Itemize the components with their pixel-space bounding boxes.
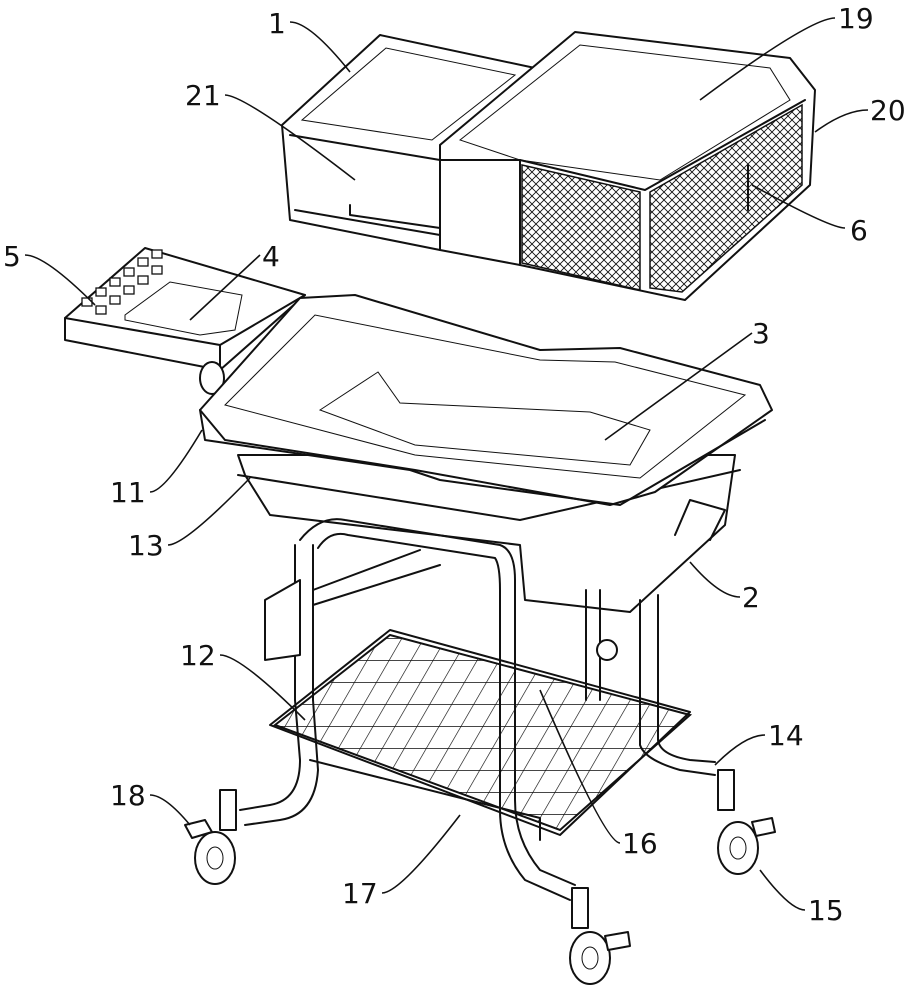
storage-basket — [269, 629, 693, 841]
bassinet-tub — [199, 294, 773, 613]
label-4: 4 — [262, 240, 280, 273]
handle-slot — [349, 204, 441, 229]
label-15: 15 — [808, 894, 844, 927]
brake-pedal — [604, 931, 631, 951]
label-16: 16 — [622, 827, 658, 860]
label-2: 2 — [742, 581, 760, 614]
label-20: 20 — [870, 94, 906, 127]
cover-lid — [281, 31, 816, 301]
label-18: 18 — [110, 779, 146, 812]
control-panel — [64, 247, 306, 395]
label-19: 19 — [838, 2, 874, 35]
caster-wheel-right — [717, 769, 776, 875]
label-6: 6 — [850, 214, 868, 247]
label-11: 11 — [110, 476, 146, 509]
stand-frame — [239, 518, 716, 901]
caster-wheel-left — [184, 789, 237, 885]
caster-wheel-front — [569, 887, 631, 985]
label-14: 14 — [768, 719, 804, 752]
label-13: 13 — [128, 529, 164, 562]
label-3: 3 — [752, 317, 770, 350]
display-screen — [124, 281, 243, 336]
label-21: 21 — [185, 79, 221, 112]
reference-labels: 1 19 20 21 6 5 4 3 11 13 2 12 14 18 16 1… — [3, 2, 906, 927]
label-1: 1 — [268, 7, 286, 40]
brake-pedal — [184, 819, 213, 839]
caster-wheels — [184, 769, 776, 985]
brake-pedal — [751, 817, 776, 837]
label-5: 5 — [3, 240, 21, 273]
label-12: 12 — [180, 639, 216, 672]
label-17: 17 — [342, 877, 378, 910]
tub-handle — [674, 499, 726, 541]
motor-box — [264, 579, 301, 661]
mesh-panel-front — [521, 164, 641, 291]
adjust-knob — [596, 639, 618, 661]
mesh-panel-side — [649, 103, 803, 293]
